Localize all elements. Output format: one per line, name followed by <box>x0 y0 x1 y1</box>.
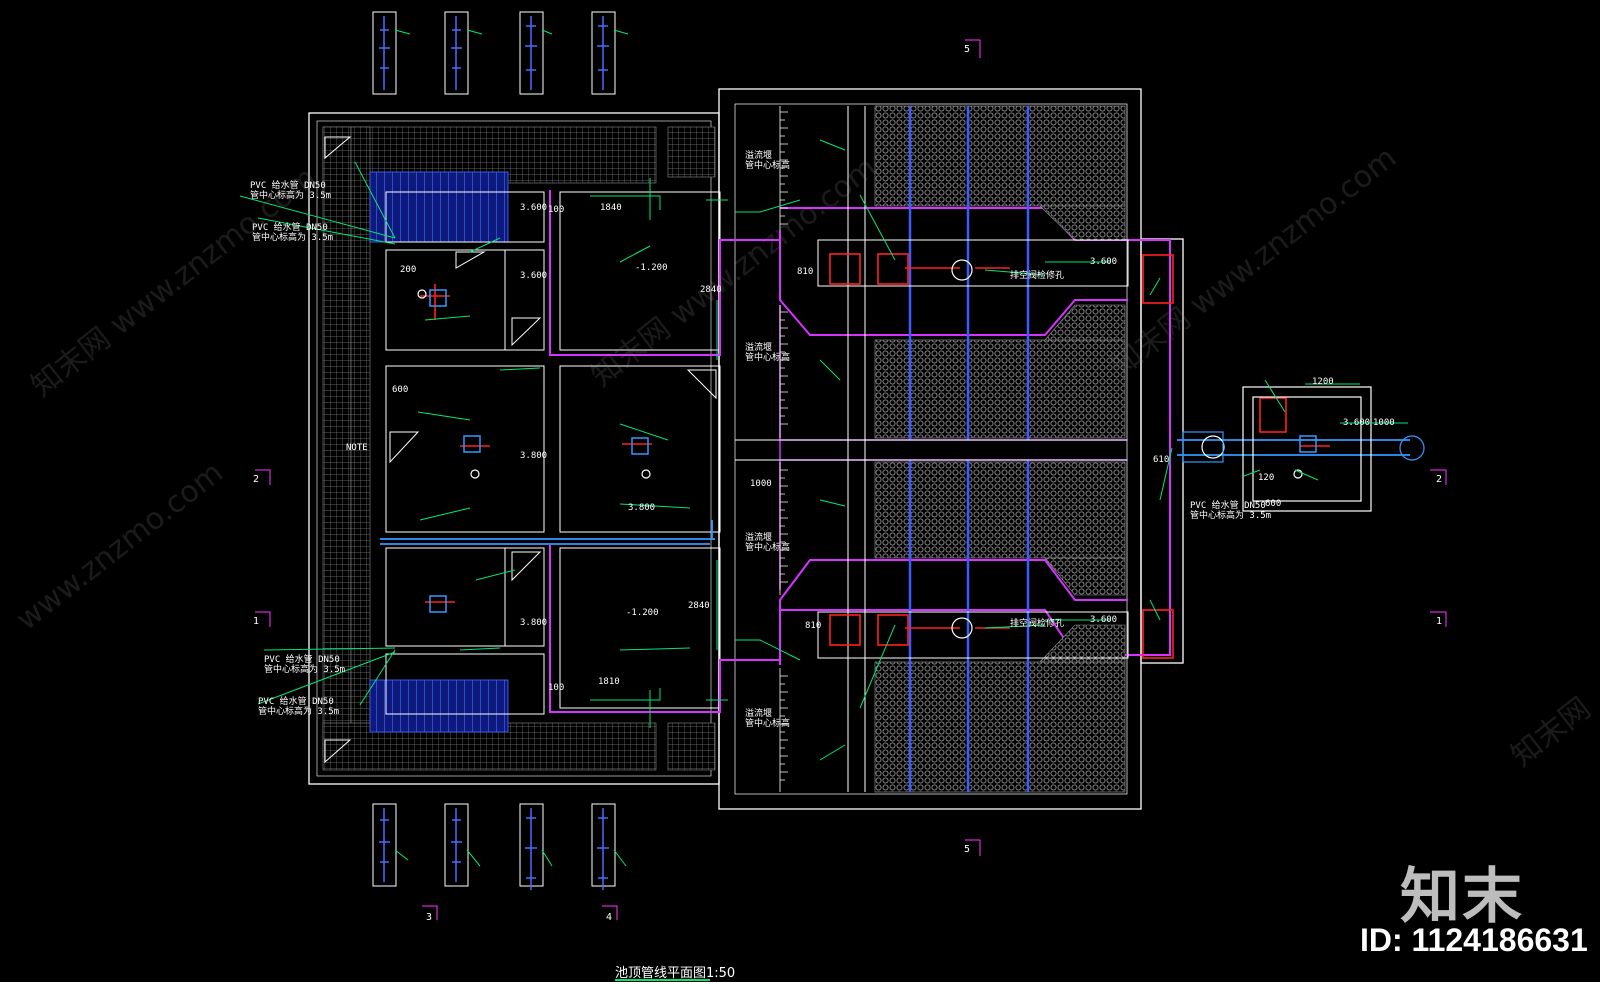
svg-text:1000: 1000 <box>750 479 772 489</box>
svg-text:PVC 给水管 DN50: PVC 给水管 DN50 <box>258 695 334 707</box>
green-leaders <box>239 29 1408 867</box>
svg-text:3.600: 3.600 <box>1090 615 1117 625</box>
svg-text:溢流堰: 溢流堰 <box>745 707 772 719</box>
svg-text:610: 610 <box>1153 455 1169 465</box>
svg-text:600: 600 <box>1265 499 1281 509</box>
valve-symbols <box>417 259 1425 639</box>
svg-text:1200: 1200 <box>1312 377 1334 387</box>
svg-text:3.600: 3.600 <box>1343 418 1370 428</box>
svg-text:管中心标高为 3.5m: 管中心标高为 3.5m <box>264 663 345 675</box>
stair-blocks <box>369 171 509 733</box>
svg-text:PVC 给水管 DN50: PVC 给水管 DN50 <box>252 221 328 233</box>
section-mark-1-right: 1 <box>1436 616 1442 627</box>
svg-text:120: 120 <box>1258 473 1274 483</box>
drawing-title: 池顶管线平面图1:50 <box>615 966 736 981</box>
svg-text:NOTE: NOTE <box>346 443 368 453</box>
svg-text:溢流堰: 溢流堰 <box>745 149 772 161</box>
section-markers <box>255 39 1447 920</box>
interior-rooms <box>385 191 721 715</box>
section-mark-1-left: 1 <box>253 616 259 627</box>
dimension-labels: 3.600 100 1840 -1.200 3.600 200 600 3.80… <box>250 149 1395 729</box>
svg-text:100: 100 <box>548 683 564 693</box>
svg-text:3.600: 3.600 <box>520 203 547 213</box>
svg-text:810: 810 <box>805 621 821 631</box>
brand-logo-text: 知末 <box>1400 862 1524 932</box>
svg-text:溢流堰: 溢流堰 <box>745 341 772 353</box>
svg-text:溢流堰: 溢流堰 <box>745 531 772 543</box>
channels <box>735 106 1129 792</box>
svg-text:810: 810 <box>797 267 813 277</box>
svg-text:管中心标高: 管中心标高 <box>745 541 790 553</box>
svg-text:PVC 给水管 DN50: PVC 给水管 DN50 <box>1190 499 1266 511</box>
svg-text:排空阀检修孔: 排空阀检修孔 <box>1010 617 1064 629</box>
filter-bars <box>908 106 1030 792</box>
red-fixtures <box>420 253 1330 659</box>
corner-symbols <box>324 136 717 764</box>
svg-text:3.600: 3.600 <box>520 271 547 281</box>
svg-text:1000: 1000 <box>1373 418 1395 428</box>
svg-text:管中心标高为 3.5m: 管中心标高为 3.5m <box>250 189 331 201</box>
hatched-walls <box>322 126 716 771</box>
pump-house <box>1182 386 1372 512</box>
pump-elevation-details <box>372 11 616 887</box>
svg-text:2840: 2840 <box>700 285 722 295</box>
svg-text:排空阀检修孔: 排空阀检修孔 <box>1010 269 1064 281</box>
svg-text:PVC 给水管 DN50: PVC 给水管 DN50 <box>264 653 340 665</box>
blue-fixtures <box>429 289 1317 613</box>
svg-text:管中心标高: 管中心标高 <box>745 351 790 363</box>
image-id-label: ID: 1124186631 <box>1360 922 1588 958</box>
svg-text:-1.200: -1.200 <box>626 608 659 618</box>
drawing-title-underline <box>615 979 710 981</box>
magenta-pipes <box>549 190 1171 713</box>
svg-text:3.600: 3.600 <box>1090 257 1117 267</box>
svg-text:PVC 给水管 DN50: PVC 给水管 DN50 <box>250 179 326 191</box>
section-mark-5-top: 5 <box>964 44 970 55</box>
svg-text:2840: 2840 <box>688 601 710 611</box>
section-mark-2-left: 2 <box>253 474 259 485</box>
section-mark-2-right: 2 <box>1436 474 1442 485</box>
section-mark-4: 4 <box>606 912 612 923</box>
svg-text:-1.200: -1.200 <box>635 263 668 273</box>
section-numbers: 2 1 5 5 3 4 1 2 <box>253 44 1442 923</box>
svg-text:3.800: 3.800 <box>628 503 655 513</box>
svg-text:1840: 1840 <box>600 203 622 213</box>
filter-panels <box>874 105 1126 793</box>
svg-text:管中心标高为 3.5m: 管中心标高为 3.5m <box>252 231 333 243</box>
svg-text:600: 600 <box>392 385 408 395</box>
section-mark-5-bottom: 5 <box>964 844 970 855</box>
svg-text:3.800: 3.800 <box>520 451 547 461</box>
svg-text:管中心标高: 管中心标高 <box>745 717 790 729</box>
svg-text:1810: 1810 <box>598 677 620 687</box>
svg-text:管中心标高: 管中心标高 <box>745 159 790 171</box>
svg-text:200: 200 <box>400 265 416 275</box>
section-mark-3: 3 <box>426 912 432 923</box>
svg-text:管中心标高为 3.5m: 管中心标高为 3.5m <box>1190 509 1271 521</box>
scale-rulers <box>779 106 788 792</box>
svg-text:3.800: 3.800 <box>520 618 547 628</box>
svg-text:100: 100 <box>548 205 564 215</box>
pump-elevation-inner <box>379 16 609 890</box>
svg-text:管中心标高为 3.5m: 管中心标高为 3.5m <box>258 705 339 717</box>
